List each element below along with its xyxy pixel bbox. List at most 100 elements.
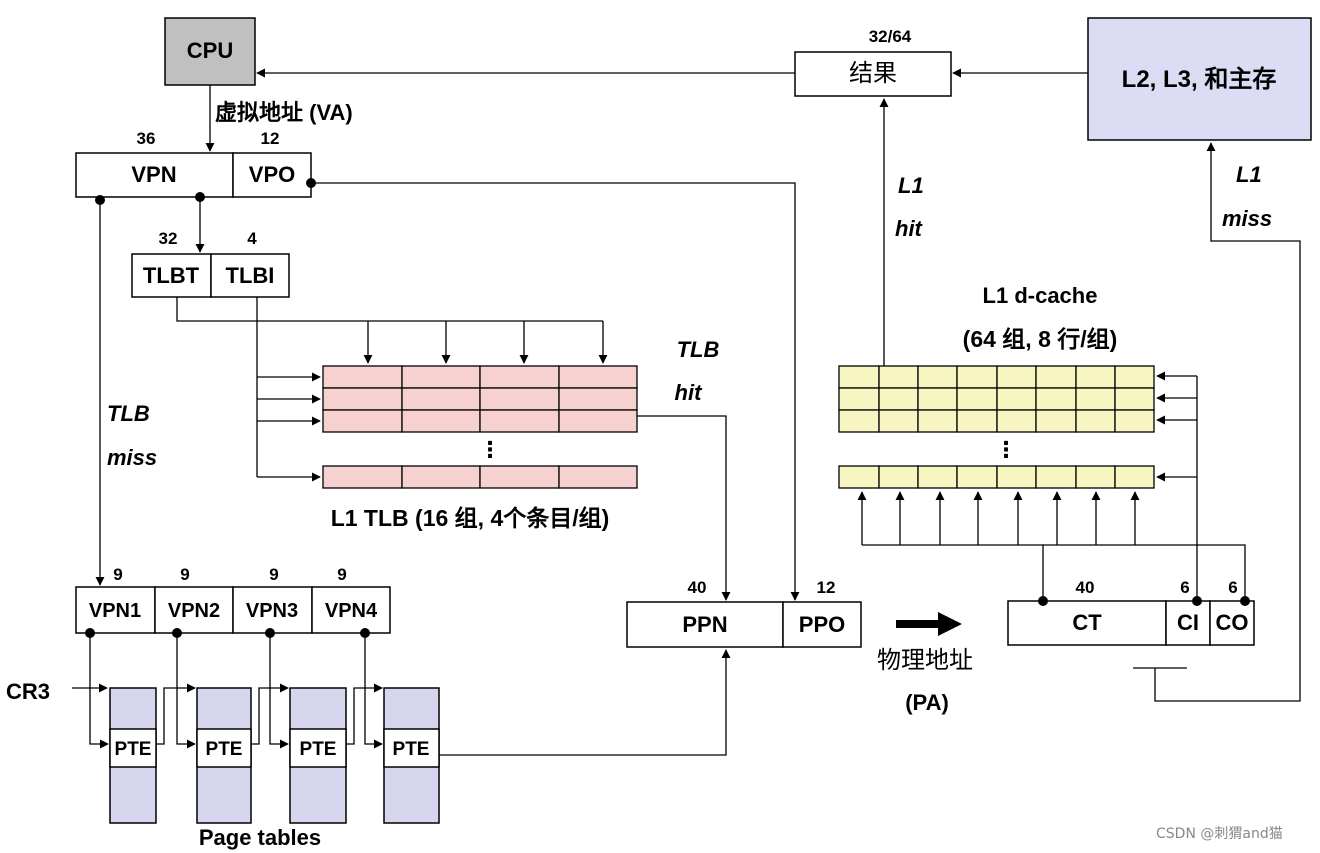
- tlb-entry: [479, 365, 560, 389]
- cache-line: [996, 465, 1037, 489]
- tlbi-field: [210, 253, 290, 298]
- cache-line: [1114, 465, 1155, 489]
- tlb-entry: [558, 365, 638, 389]
- l1-hit-label-1: L1: [898, 173, 924, 198]
- cache-line: [956, 387, 998, 411]
- cache-line: [838, 409, 880, 433]
- vpn1-field: [75, 586, 156, 634]
- tlb-entry: [401, 365, 481, 389]
- vpo-label: VPO: [249, 162, 295, 187]
- watermark: CSDN @刺猬and猫: [1156, 826, 1283, 842]
- vpn1-bits: 9: [113, 565, 122, 584]
- tlb-ellipsis: ⋮: [479, 437, 501, 462]
- ci-bits: 6: [1180, 578, 1189, 597]
- tlb-entry: [322, 365, 403, 389]
- vpn2-label: VPN2: [168, 600, 220, 622]
- ci-field: [1165, 600, 1211, 646]
- tlb-hit-label-1: TLB: [677, 337, 720, 362]
- cache-line: [1035, 465, 1077, 489]
- result-box: [794, 51, 952, 97]
- cpu-box: [164, 17, 256, 86]
- vpn-field: [75, 152, 234, 198]
- cache-line: [996, 387, 1037, 411]
- co-field: [1209, 600, 1255, 646]
- cache-line: [956, 465, 998, 489]
- page-tables: [109, 687, 440, 824]
- ppn-bits: 40: [688, 578, 707, 597]
- vpn1-label: VPN1: [89, 600, 141, 622]
- cr3-label: CR3: [6, 679, 50, 704]
- cache-line: [956, 409, 998, 433]
- cache-line: [917, 365, 958, 389]
- cache-line: [1035, 387, 1077, 411]
- tlb-entry: [558, 465, 638, 489]
- cache-line: [996, 409, 1037, 433]
- cache-line: [1075, 409, 1116, 433]
- vpn-bits: 36: [137, 129, 156, 148]
- cache-line: [878, 409, 919, 433]
- result-label: 结果: [849, 60, 897, 87]
- cache-line: [838, 387, 880, 411]
- pte-label-3: PTE: [300, 739, 337, 760]
- pa-label-line2: (PA): [905, 690, 949, 715]
- cache-line: [1035, 365, 1077, 389]
- ppo-label: PPO: [799, 612, 845, 637]
- vpo-field: [232, 152, 312, 198]
- tlb-entry: [479, 387, 560, 411]
- cache-line: [956, 365, 998, 389]
- cache-line: [838, 365, 880, 389]
- pte-cell-3: [289, 728, 347, 768]
- cache-line: [838, 465, 880, 489]
- ct-label: CT: [1072, 610, 1102, 635]
- tlb-caption: L1 TLB (16 组, 4个条目/组): [331, 505, 610, 531]
- ct-field: [1007, 600, 1167, 646]
- cache-line: [1075, 365, 1116, 389]
- tlb-entry: [558, 387, 638, 411]
- cache-subtitle: (64 组, 8 行/组): [963, 326, 1118, 352]
- result-width-label: 32/64: [869, 27, 912, 46]
- pte-cell-1: [109, 728, 157, 768]
- cache-line: [878, 387, 919, 411]
- tlb-miss-label-1: TLB: [107, 401, 150, 426]
- tlb-entry: [401, 387, 481, 411]
- vpo-bits: 12: [261, 129, 280, 148]
- vpn2-bits: 9: [180, 565, 189, 584]
- vpn-label: VPN: [131, 162, 176, 187]
- tlb-entry: [479, 465, 560, 489]
- tlb-miss-label-2: miss: [107, 445, 157, 470]
- cache-line: [917, 465, 958, 489]
- ci-label: CI: [1177, 610, 1199, 635]
- tlbt-label: TLBT: [143, 263, 200, 288]
- co-bits: 6: [1228, 578, 1237, 597]
- tlb-entry: [401, 409, 481, 433]
- pte-label-2: PTE: [206, 739, 243, 760]
- cache-title: L1 d-cache: [983, 283, 1098, 308]
- tlb-entry: [558, 409, 638, 433]
- vpn2-field: [154, 586, 234, 634]
- l1-hit-label-2: hit: [895, 216, 924, 241]
- vpn3-bits: 9: [269, 565, 278, 584]
- co-label: CO: [1216, 610, 1249, 635]
- cache-line: [917, 409, 958, 433]
- ct-bits: 40: [1076, 578, 1095, 597]
- cache-line: [1114, 387, 1155, 411]
- cache-line: [1035, 409, 1077, 433]
- cache-grid: [838, 365, 1155, 489]
- vpn3-field: [232, 586, 313, 634]
- pa-label-line1: 物理地址: [877, 647, 973, 674]
- cache-line: [1114, 409, 1155, 433]
- pte-label-4: PTE: [393, 739, 430, 760]
- va-label: 虚拟地址 (VA): [215, 100, 353, 125]
- vpn4-label: VPN4: [325, 600, 378, 622]
- vpn4-bits: 9: [337, 565, 346, 584]
- ppo-bits: 12: [817, 578, 836, 597]
- ppn-label: PPN: [682, 612, 727, 637]
- cache-ellipsis: ⋮: [995, 437, 1017, 462]
- pte-cell-4: [383, 728, 440, 768]
- memory-label: L2, L3, 和主存: [1122, 66, 1277, 93]
- pte-cell-2: [196, 728, 252, 768]
- ppo-field: [782, 601, 862, 648]
- l1-miss-label-1: L1: [1236, 162, 1262, 187]
- cache-line: [917, 387, 958, 411]
